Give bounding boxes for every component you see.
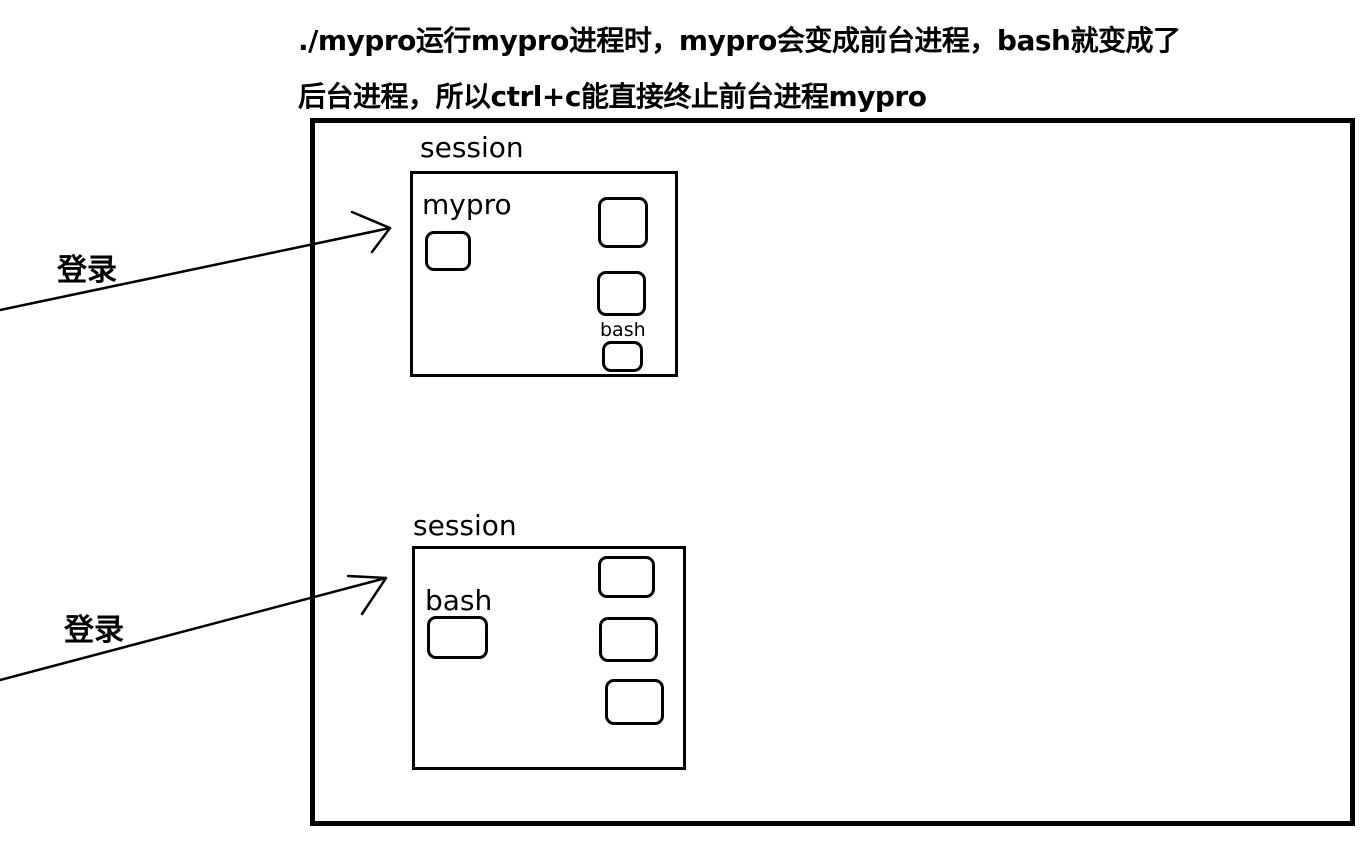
caption-line-2: 后台进程，所以ctrl+c能直接终止前台进程mypro <box>298 80 927 113</box>
background-bash-label: bash <box>600 319 646 341</box>
process-box-2c <box>605 679 664 725</box>
login-label-2: 登录 <box>64 613 124 648</box>
session-box-1 <box>410 171 678 377</box>
caption-line-1: ./mypro运行mypro进程时，mypro会变成前台进程，bash就变成了 <box>298 24 1181 57</box>
session-box-2 <box>412 546 686 770</box>
session-label-2: session <box>413 509 517 542</box>
machine-box <box>310 118 1355 826</box>
session-label-1: session <box>420 131 524 164</box>
foreground-process-box-1 <box>425 231 471 271</box>
background-bash-box <box>602 341 643 372</box>
foreground-process-box-2 <box>427 616 488 659</box>
process-box-2b <box>599 617 658 662</box>
foreground-process-label-2: bash <box>425 584 493 617</box>
process-box-1b <box>597 271 646 316</box>
process-box-2a <box>598 556 655 598</box>
process-box-1a <box>598 197 648 248</box>
login-label-1: 登录 <box>57 253 117 288</box>
foreground-process-label-1: mypro <box>422 188 512 221</box>
